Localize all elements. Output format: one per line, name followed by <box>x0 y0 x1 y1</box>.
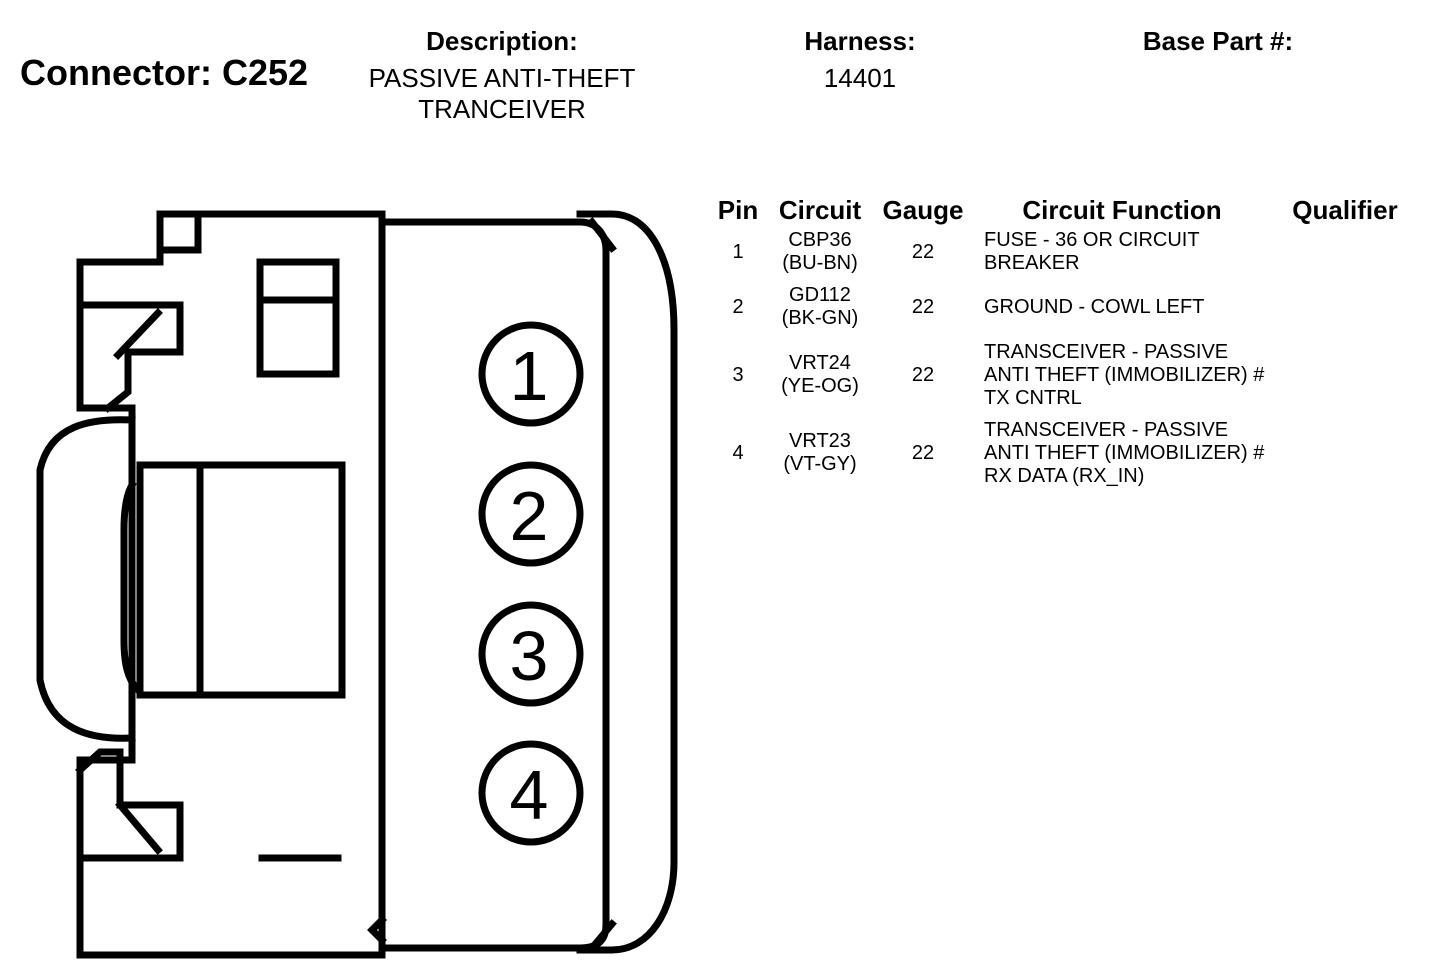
pin-circle-4 <box>478 740 584 846</box>
base-part-label: Base Part #: <box>1142 26 1294 56</box>
header-pin: Pin <box>717 194 759 225</box>
cell-qualifier <box>1270 412 1420 494</box>
function-line: ANTI THEFT (IMMOBILIZER) # <box>984 441 1265 464</box>
circuit-id: VRT23 <box>789 430 851 452</box>
header-qualifier: Qualifier <box>1292 194 1398 225</box>
description-line-1: PASSIVE ANTI-THEFT <box>368 63 636 93</box>
right-rounded-edge <box>576 210 678 954</box>
circuit-id: CBP36 <box>788 229 852 251</box>
description-label: Description: <box>426 26 578 56</box>
left-bulge <box>36 416 136 742</box>
circuit-id: VRT24 <box>789 352 851 374</box>
cell-gauge: 22 <box>911 441 935 464</box>
circuit-id: GD112 <box>789 284 851 306</box>
pin-circle-1 <box>478 321 584 427</box>
circuit-color: (VT-GY) <box>783 453 857 475</box>
pin-label-2: 2 <box>510 477 549 555</box>
harness-value: 14401 <box>823 63 897 93</box>
cell-function: TRANSCEIVER - PASSIVE ANTI THEFT (IMMOBI… <box>974 338 1270 412</box>
function-line: FUSE - 36 OR CIRCUIT <box>984 229 1200 251</box>
cell-circuit: VRT24 (YE-OG) <box>768 338 872 412</box>
function-line: GROUND - COWL LEFT <box>984 295 1205 318</box>
pin-circle-2 <box>478 461 584 567</box>
pin-table: Pin Circuit Gauge Circuit Function Quali… <box>708 192 1420 494</box>
cell-qualifier <box>1270 338 1420 412</box>
function-line: RX DATA (RX_IN) <box>984 464 1145 487</box>
harness-label: Harness: <box>804 26 916 56</box>
cell-gauge: 22 <box>911 240 935 263</box>
circuit-color: (BU-BN) <box>782 252 858 274</box>
cell-function: GROUND - COWL LEFT <box>974 276 1270 338</box>
description-block: Description: PASSIVE ANTI-THEFT TRANCEIV… <box>342 26 662 125</box>
connector-title: Connector: C252 <box>20 52 309 93</box>
corner-bevel-top <box>587 217 617 253</box>
lower-latch-diagonal <box>115 800 163 855</box>
key-square <box>256 258 340 378</box>
header-function: Circuit Function <box>1022 194 1222 225</box>
cell-pin: 3 <box>732 363 744 386</box>
cell-pin: 1 <box>732 240 744 263</box>
housing-outline <box>76 210 386 959</box>
mating-face <box>378 218 610 952</box>
cell-circuit: GD112 (BK-GN) <box>768 276 872 338</box>
function-line: TRANSCEIVER - PASSIVE <box>984 340 1229 363</box>
table-row: 1 CBP36 (BU-BN) 22 FUSE - 36 OR CIRCUIT … <box>708 228 1420 276</box>
header-gauge: Gauge <box>882 194 964 225</box>
pin-label-1: 1 <box>510 337 549 415</box>
cell-circuit: CBP36 (BU-BN) <box>768 228 872 276</box>
pin-label-4: 4 <box>510 756 549 834</box>
cell-pin: 4 <box>732 441 744 464</box>
circuit-color: (BK-GN) <box>781 307 859 329</box>
description-line-2: TRANCEIVER <box>418 94 586 124</box>
function-line: BREAKER <box>984 252 1080 274</box>
lock-window <box>136 461 346 699</box>
cell-circuit: VRT23 (VT-GY) <box>768 412 872 494</box>
circuit-color: (YE-OG) <box>781 375 859 397</box>
corner-bevel-bottom <box>587 919 617 953</box>
cell-qualifier <box>1270 228 1420 276</box>
cell-gauge: 22 <box>911 363 935 386</box>
top-tab <box>156 210 202 254</box>
pin-circle-3 <box>478 601 584 707</box>
function-line: TRANSCEIVER - PASSIVE <box>984 418 1229 441</box>
lower-latch <box>75 748 184 862</box>
base-part-block: Base Part #: <box>1118 26 1318 63</box>
upper-latch <box>76 301 184 413</box>
table-header-row: Pin Circuit Gauge Circuit Function Quali… <box>708 192 1420 228</box>
connector-face-diagram: 1 2 3 4 <box>36 210 678 959</box>
corner-notch-bottom <box>367 915 387 945</box>
cell-function: TRANSCEIVER - PASSIVE ANTI THEFT (IMMOBI… <box>974 412 1270 494</box>
function-line: ANTI THEFT (IMMOBILIZER) # <box>984 363 1265 386</box>
upper-latch-diagonal <box>113 308 163 360</box>
harness-block: Harness: 14401 <box>760 26 960 94</box>
table-row: 4 VRT23 (VT-GY) 22 TRANSCEIVER - PASSIVE… <box>708 412 1420 494</box>
table-row: 2 GD112 (BK-GN) 22 GROUND - COWL LEFT <box>708 276 1420 338</box>
table-row: 3 VRT24 (YE-OG) 22 TRANSCEIVER - PASSIVE… <box>708 338 1420 412</box>
pin-label-3: 3 <box>510 617 549 695</box>
header-circuit: Circuit <box>778 194 862 225</box>
cell-pin: 2 <box>732 295 744 318</box>
cell-function: FUSE - 36 OR CIRCUIT BREAKER <box>974 228 1270 276</box>
function-line: TX CNTRL <box>984 386 1082 409</box>
left-inner-curve <box>120 480 143 695</box>
cell-gauge: 22 <box>911 295 935 318</box>
cell-qualifier <box>1270 276 1420 338</box>
